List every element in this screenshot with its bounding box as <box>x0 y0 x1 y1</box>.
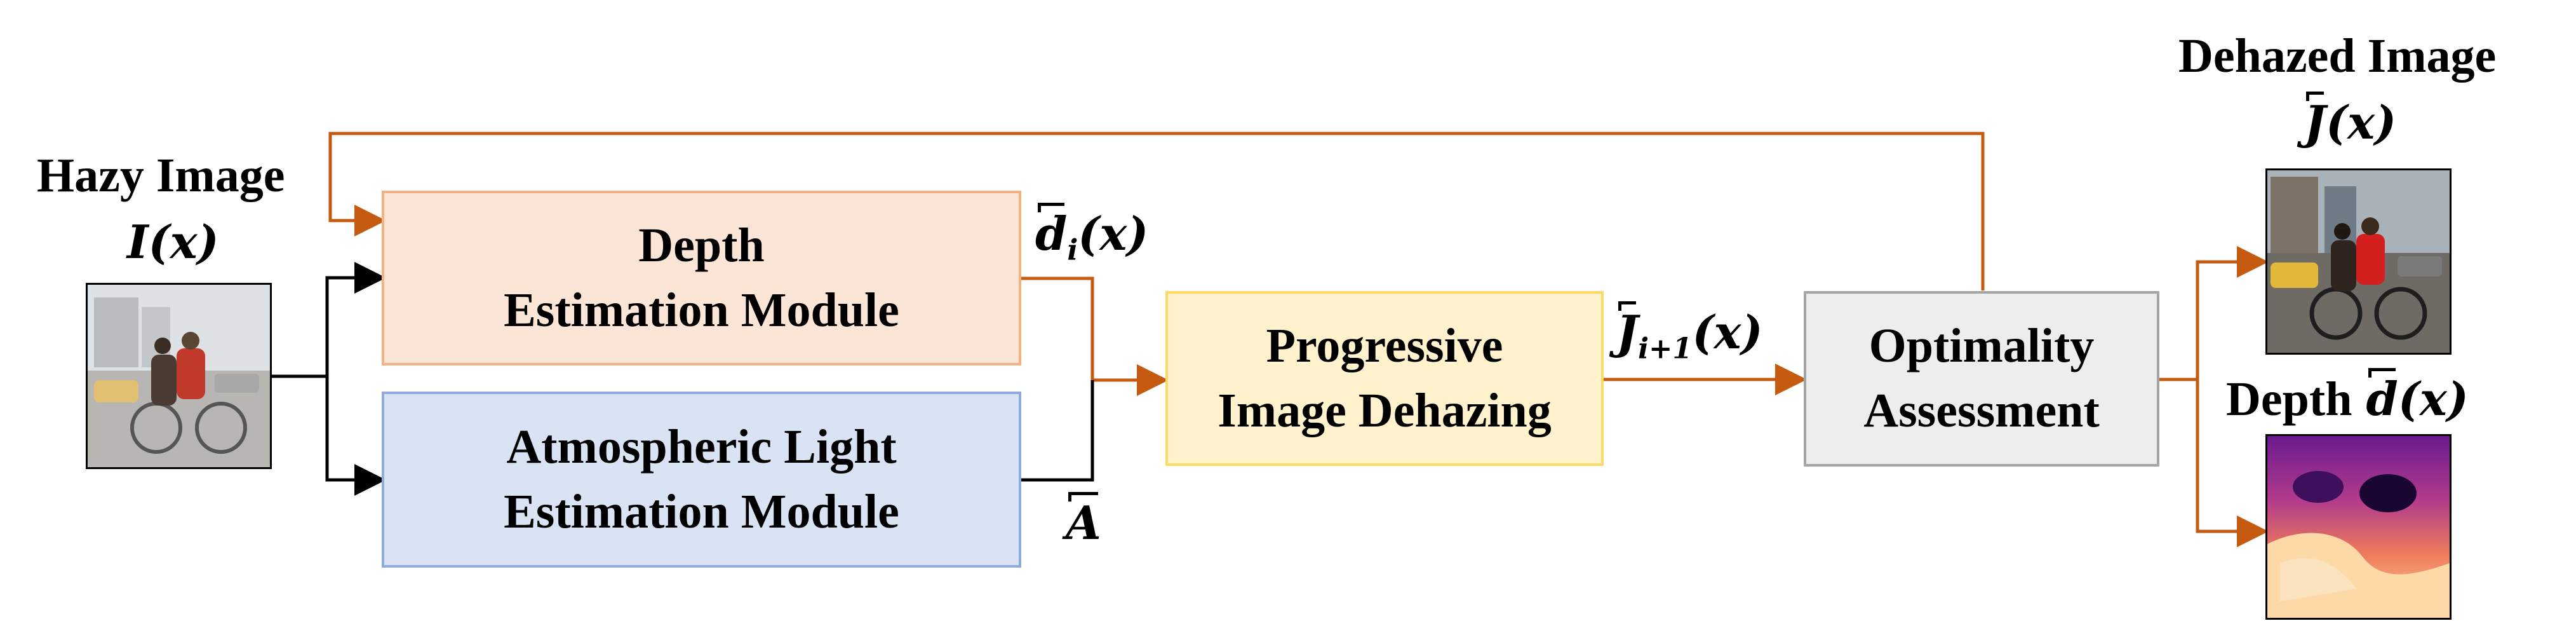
dehazed-image-argument: (x) <box>2326 95 2397 149</box>
to-depth-map-arrow <box>2196 379 2269 547</box>
dehazed-image-hat-symbol: J <box>2304 95 2326 149</box>
dehazing-module-line1: Progressive <box>1266 318 1503 372</box>
hazy-scene-illustration <box>88 285 270 467</box>
depth-output-hat-symbol: d <box>2366 372 2398 426</box>
depth-estimation-module: Depth Estimation Module <box>382 191 1021 365</box>
atmospheric-to-dehazing-line <box>1021 380 1094 482</box>
optimality-module-line1: Optimality <box>1868 319 2095 373</box>
depth-output-title: Depth <box>2226 372 2352 426</box>
atmospheric-light-label: A <box>1066 496 1101 550</box>
depth-estimate-subscript: i <box>1067 233 1078 267</box>
dehazing-module-line2: Image Dehazing <box>1218 383 1552 437</box>
hazy-image-thumbnail <box>86 283 272 469</box>
depth-map-illustration <box>2267 436 2450 618</box>
hazy-image-symbol: I(x) <box>127 215 219 269</box>
optimality-assessment-module: Optimality Assessment <box>1804 291 2159 467</box>
feedback-loop-arrow <box>328 132 1985 290</box>
dehazed-image-symbol: J(x) <box>2304 95 2396 149</box>
dehazed-step-subscript: i+1 <box>1638 331 1693 365</box>
dehazed-image-title: Dehazed Image <box>2178 29 2497 83</box>
depth-output-label: Depth d(x) <box>2226 372 2469 427</box>
dehazed-image-thumbnail <box>2265 168 2452 355</box>
input-to-atmospheric-arrow <box>325 376 386 496</box>
atmospheric-light-estimation-module: Atmospheric Light Estimation Module <box>382 392 1021 568</box>
depth-module-line2: Estimation Module <box>504 283 899 337</box>
dehazed-scene-illustration <box>2267 170 2450 353</box>
depth-output-argument: (x) <box>2398 372 2469 426</box>
depth-map-thumbnail <box>2265 434 2452 620</box>
dehazed-step-hat-symbol: J <box>1616 305 1639 359</box>
optimality-module-line2: Assessment <box>1863 384 2100 437</box>
atmospheric-module-line2: Estimation Module <box>504 484 899 538</box>
dehazed-step-argument: (x) <box>1692 305 1763 359</box>
depth-estimate-label: di(x) <box>1035 207 1148 266</box>
progressive-image-dehazing-module: Progressive Image Dehazing <box>1165 291 1604 466</box>
dehazed-step-label: Ji+1(x) <box>1616 305 1763 365</box>
depth-estimate-hat-symbol: d <box>1035 207 1068 261</box>
atmospheric-light-hat-symbol: A <box>1066 496 1101 550</box>
depth-estimate-argument: (x) <box>1078 207 1149 261</box>
depth-to-dehazing-arrow <box>1021 276 1169 396</box>
input-to-depth-arrow <box>325 262 386 376</box>
to-dehazed-image-arrow <box>2196 246 2269 379</box>
atmospheric-module-line1: Atmospheric Light <box>506 420 897 474</box>
hazy-image-title: Hazy Image <box>37 149 285 202</box>
depth-module-line1: Depth <box>638 218 765 272</box>
